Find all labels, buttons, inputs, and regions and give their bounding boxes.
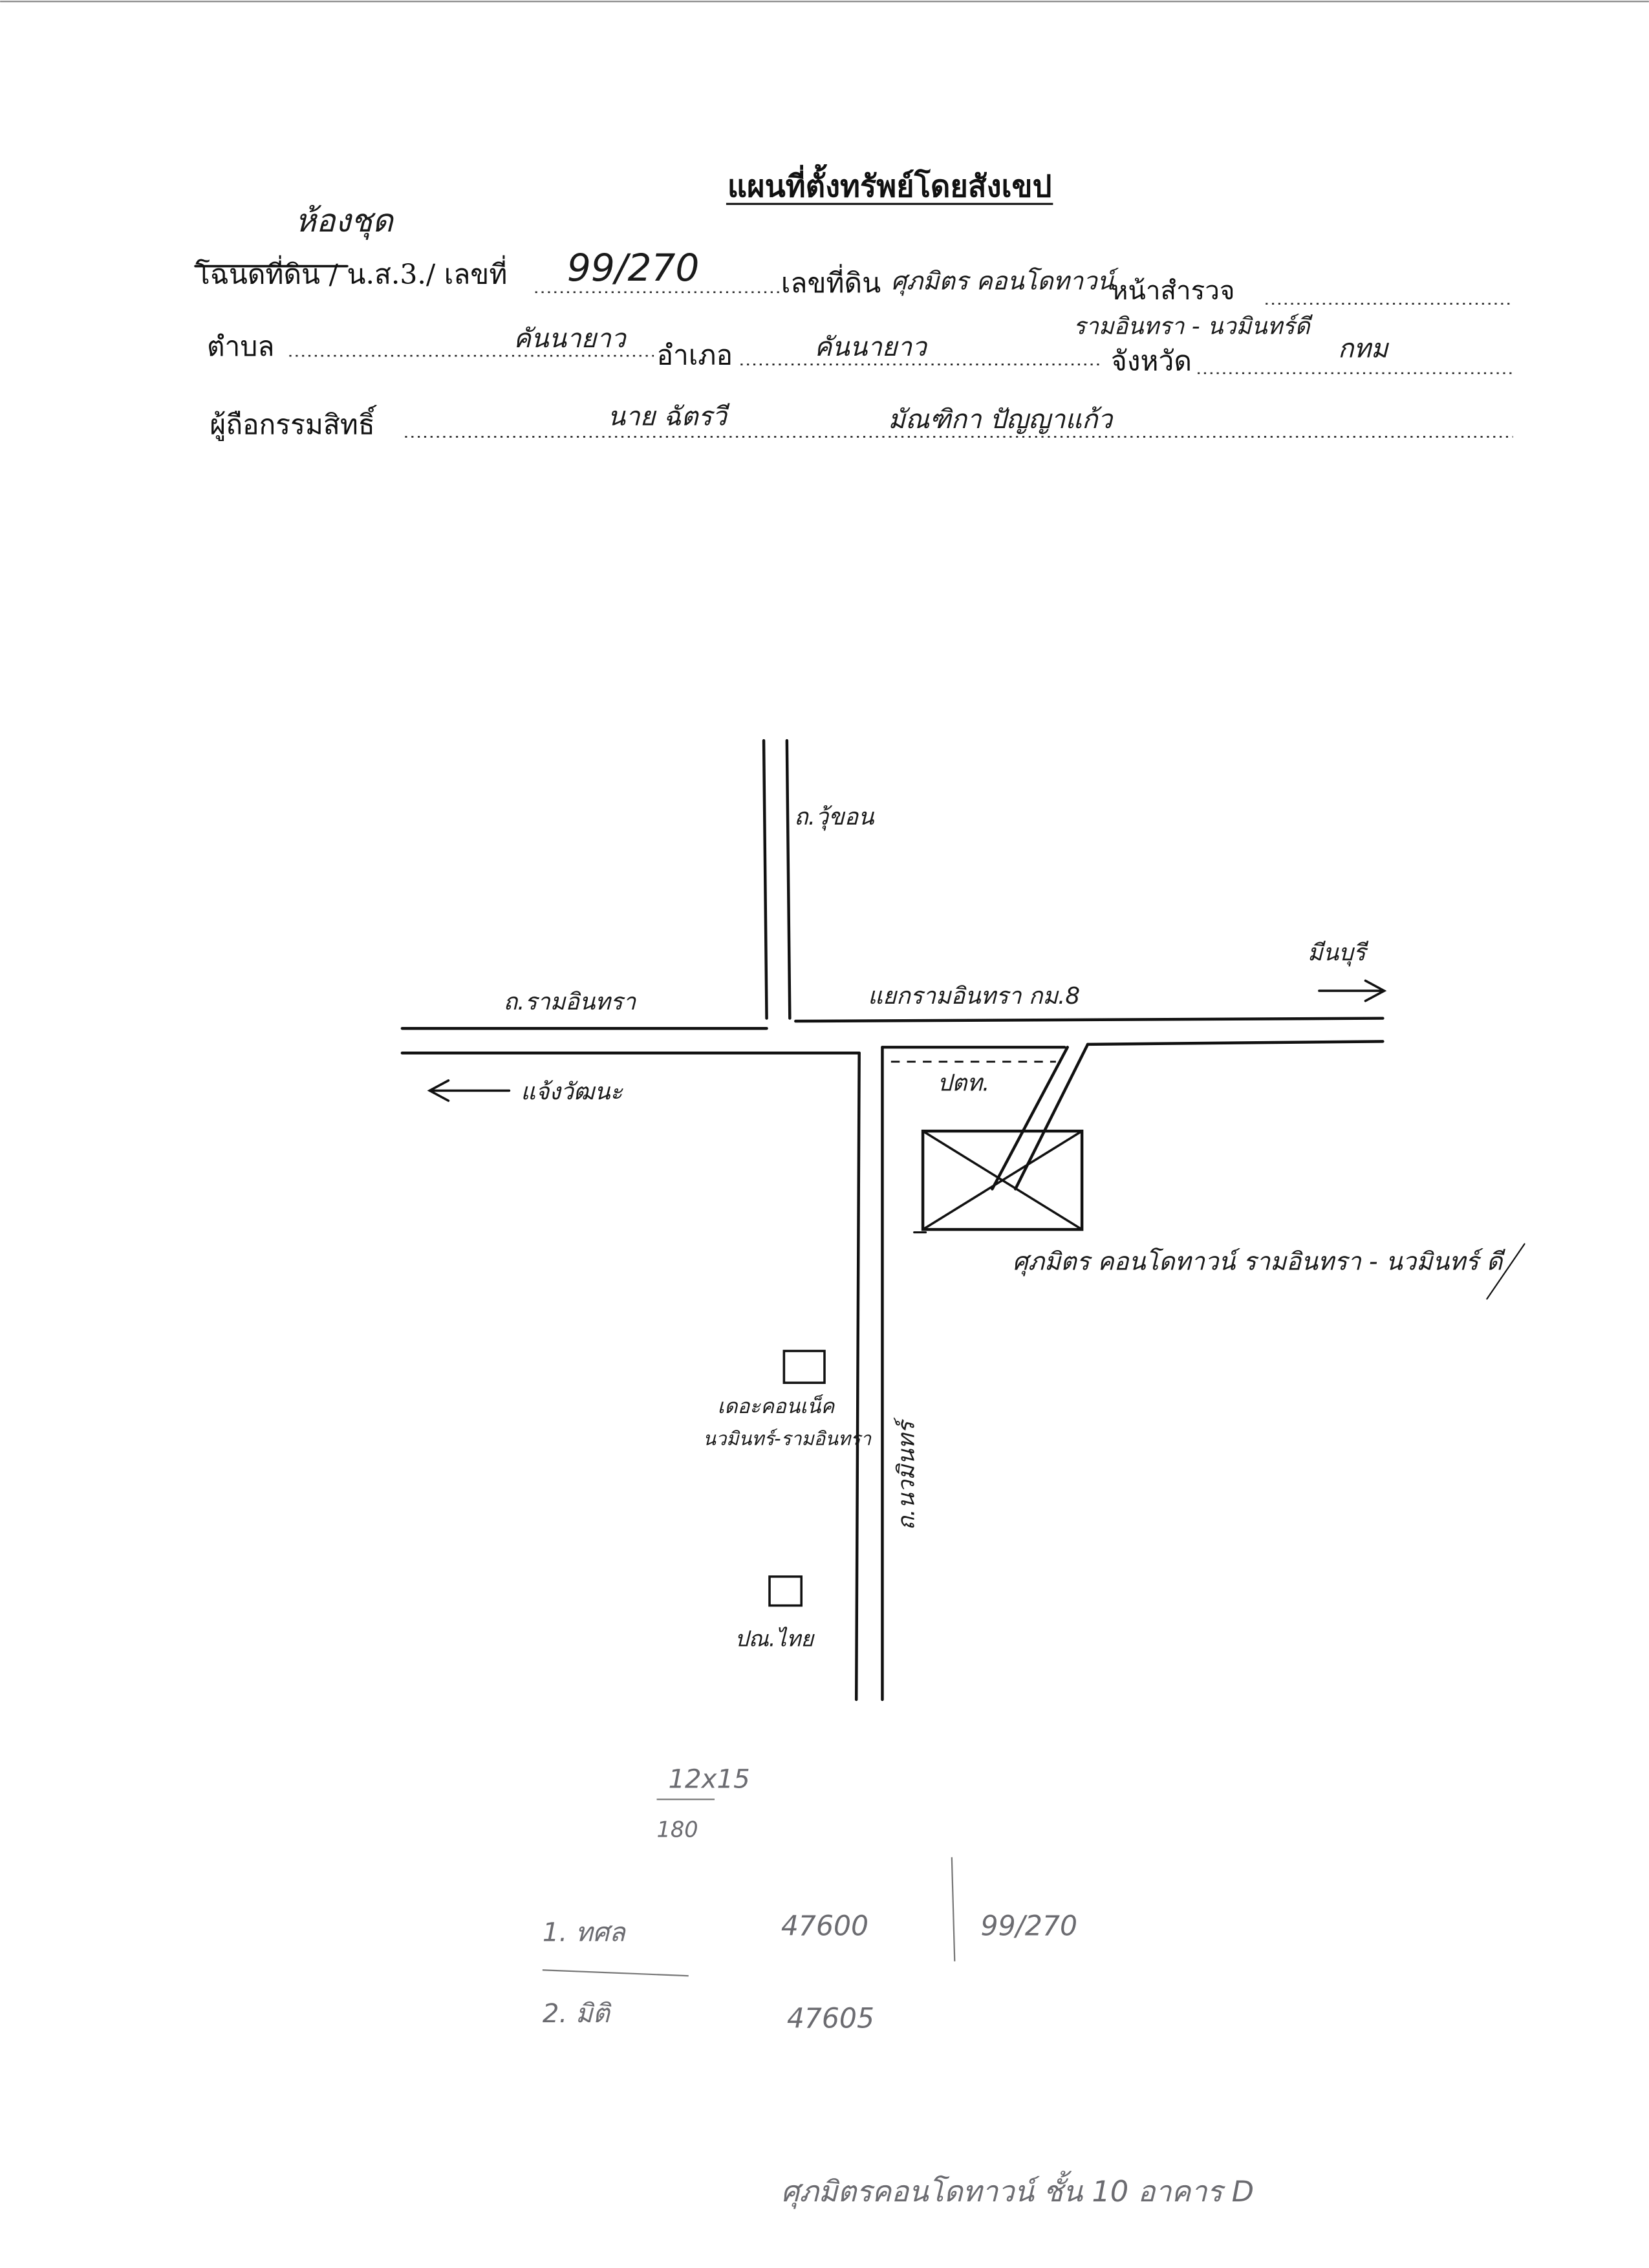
survey-label: หน้าสำรวจ: [1111, 276, 1235, 306]
road-south-label: ถ.นวมินทร์: [894, 1417, 920, 1530]
province-label: จังหวัด: [1111, 346, 1192, 378]
row2-value: 47605: [787, 2003, 874, 2035]
post-office-box: [768, 1575, 803, 1607]
deed-number: 99/270: [567, 246, 700, 290]
page-title: แผนที่ตั้งทรัพย์โดยสังเขป: [727, 164, 1052, 204]
deed-label: โฉนดที่ดิน / น.ส.3./ เลขที่: [195, 255, 507, 290]
subdistrict-value: คันนายาว: [513, 324, 627, 354]
subdistrict-label: ตำบล: [207, 331, 274, 363]
owner-1: นาย ฉัตรวี: [608, 402, 730, 432]
owner-2: มัณฑิกา ปัญญาแก้ว: [888, 405, 1114, 435]
direction-east-label: มีนบุรี: [1308, 940, 1369, 967]
pencil-notes: 12x15 180 1. ทศล 47600 99/270 2. มิติ 47…: [542, 1764, 1254, 2209]
deed-line: โฉนดที่ดิน / น.ส.3./ เลขที่ 99/270 เลขที…: [194, 246, 1513, 306]
landmark-1-line1: เดอะคอนเน็ค: [717, 1394, 835, 1418]
handwritten-type: ห้องชุด: [295, 202, 394, 240]
row2-label: 2. มิติ: [543, 1999, 612, 2029]
ref-number: 99/270: [981, 1911, 1077, 1943]
row1-label: 1. ทศล: [543, 1918, 627, 1948]
arrow-west-icon: [427, 1079, 511, 1102]
calc-top: 12x15: [668, 1764, 749, 1794]
road-west-label: ถ.รามอินทรา: [503, 989, 636, 1015]
row1-value: 47600: [781, 1911, 868, 1943]
calc-bottom: 180: [657, 1817, 698, 1842]
road-note: รามอินทรา - นวมินทร์ดี: [1073, 314, 1313, 340]
post-office-label: ปณ.ไทย: [735, 1626, 815, 1651]
landmark-1-line2: นวมินทร์-รามอินทรา: [703, 1427, 872, 1449]
district-value: คันนายาว: [814, 332, 928, 362]
arrow-east-icon: [1318, 979, 1387, 1002]
footer-note: ศุภมิตรคอนโดทาวน์ ชั้น 10 อาคาร D: [781, 2170, 1254, 2209]
owner-label: ผู้ถือกรรมสิทธิ์: [210, 404, 377, 442]
sketch-map: ปตท. ศุภมิตร คอนโดทาวน์ รามอินทรา - นวมิ…: [400, 739, 1525, 1701]
subject-label: ศุภมิตร คอนโดทาวน์ รามอินทรา - นวมินทร์ …: [1013, 1247, 1506, 1277]
gas-station-label: ปตท.: [937, 1070, 989, 1096]
junction-label: แยกรามอินทรา กม.8: [868, 983, 1080, 1010]
district-label: อำเภอ: [657, 340, 733, 372]
location-line: รามอินทรา - นวมินทร์ดี ตำบล คันนายาว อำเ…: [207, 314, 1513, 378]
landmark-box: [782, 1350, 826, 1384]
land-no-label: เลขที่ดิน: [781, 264, 881, 299]
project-name: ศุภมิตร คอนโดทาวน์: [891, 266, 1119, 296]
owner-line: ผู้ถือกรรมสิทธิ์ นาย ฉัตรวี มัณฑิกา ปัญญ…: [210, 402, 1513, 442]
direction-west-label: แจ้งวัฒนะ: [521, 1079, 623, 1105]
road-north-label: ถ.วุ้ขอน: [794, 804, 875, 831]
province-value: กทม: [1338, 334, 1390, 363]
